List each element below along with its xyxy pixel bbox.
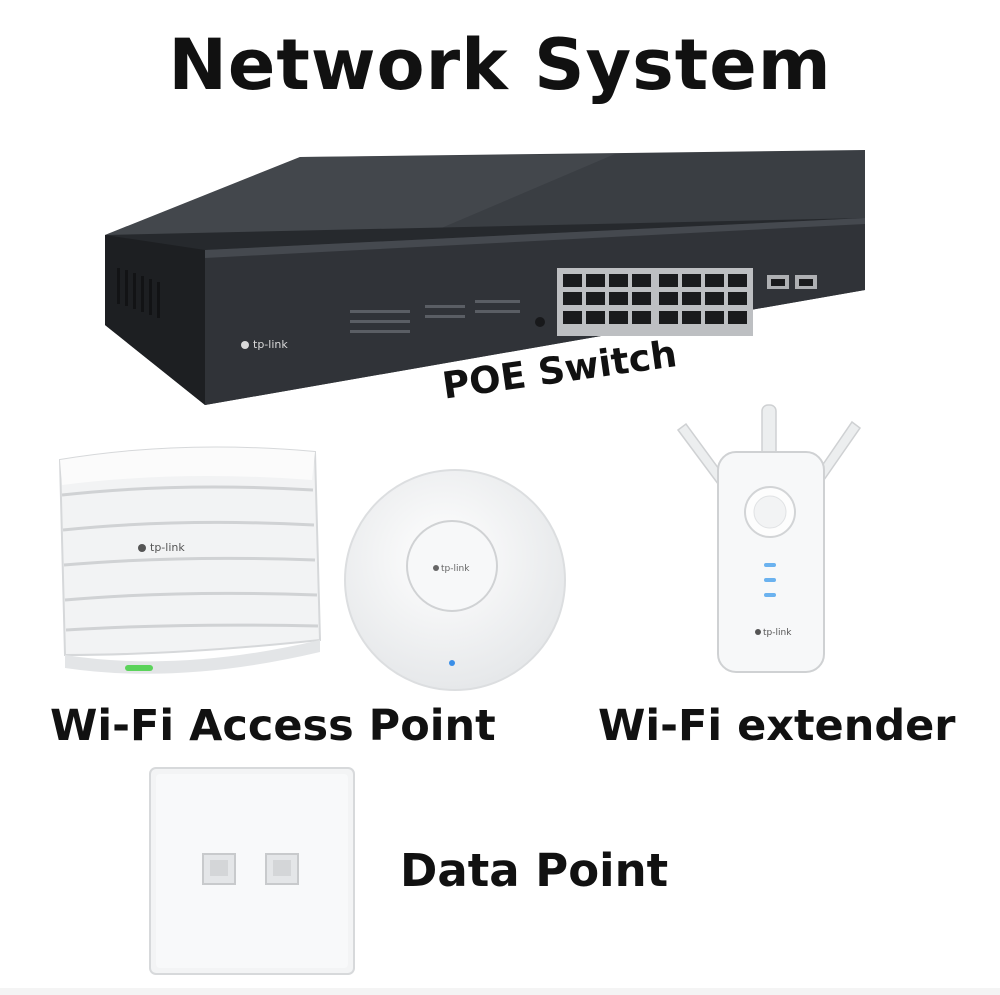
switch-brand: tp-link [253, 338, 288, 351]
bottom-strip [0, 988, 1000, 995]
extender-label: Wi-Fi extender [598, 701, 956, 751]
disc-ap-brand: tp-link [441, 564, 470, 574]
disc-access-point-icon: tp-link [344, 469, 566, 691]
wifi-extender-icon: tp-link [676, 404, 862, 673]
access-point-label: Wi-Fi Access Point [50, 701, 496, 751]
data-point-icon [149, 767, 355, 975]
extender-brand: tp-link [763, 628, 792, 638]
page-title: Network System [168, 24, 832, 106]
poe-switch-icon: tp-link [105, 150, 865, 405]
ceiling-access-point-icon: tp-link [58, 446, 322, 674]
ceiling-ap-brand: tp-link [150, 541, 185, 554]
data-point-label: Data Point [400, 844, 669, 897]
